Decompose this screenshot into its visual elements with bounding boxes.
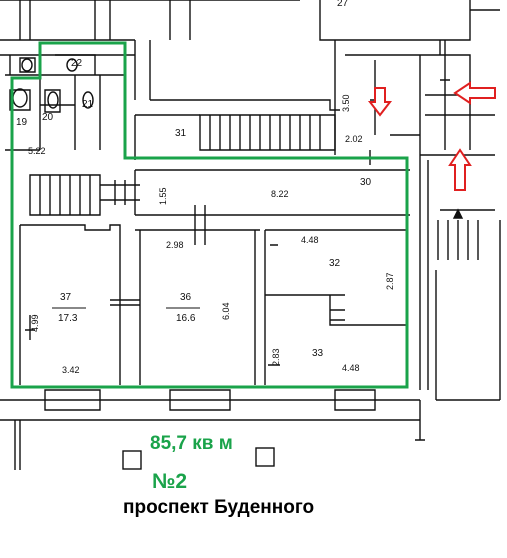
room-number-37: 37	[60, 292, 72, 303]
room-number-20: 20	[42, 112, 54, 123]
dimension-4-99: 4.99	[30, 314, 40, 332]
room-number-32: 32	[329, 258, 341, 269]
dimension-2-98: 2.98	[166, 240, 184, 250]
dimension-3-50: 3.50	[341, 94, 351, 112]
room-area-37: 17.3	[58, 313, 78, 324]
room-number-22: 22	[71, 58, 83, 69]
dimension-4-48-top: 4.48	[301, 235, 319, 245]
dimension-2-87: 2.87	[385, 272, 395, 290]
dimension-2-02: 2.02	[345, 134, 363, 144]
room-number-21: 21	[82, 99, 94, 110]
dimension-3-42: 3.42	[62, 365, 80, 375]
area-caption: 85,7 кв м	[150, 433, 233, 454]
premises-number: №2	[152, 470, 188, 493]
street-caption: проспект Буденного	[123, 497, 315, 518]
room-number-36: 36	[180, 292, 192, 303]
room-number-30: 30	[360, 177, 372, 188]
dimension-6-04: 6.04	[221, 302, 231, 320]
dimension-4-48-bottom: 4.48	[342, 363, 360, 373]
room-number-19: 19	[16, 117, 28, 128]
dimension-1-55: 1.55	[158, 187, 168, 205]
dimension-5-22: 5.22	[28, 146, 46, 156]
room-number-33: 33	[312, 348, 324, 359]
room-area-36: 16.6	[176, 313, 196, 324]
dimension-8-22: 8.22	[271, 189, 289, 199]
room-number-31: 31	[175, 128, 187, 139]
room-number-27: 27	[337, 0, 349, 9]
dimension-2-83: 2.83	[271, 348, 281, 366]
